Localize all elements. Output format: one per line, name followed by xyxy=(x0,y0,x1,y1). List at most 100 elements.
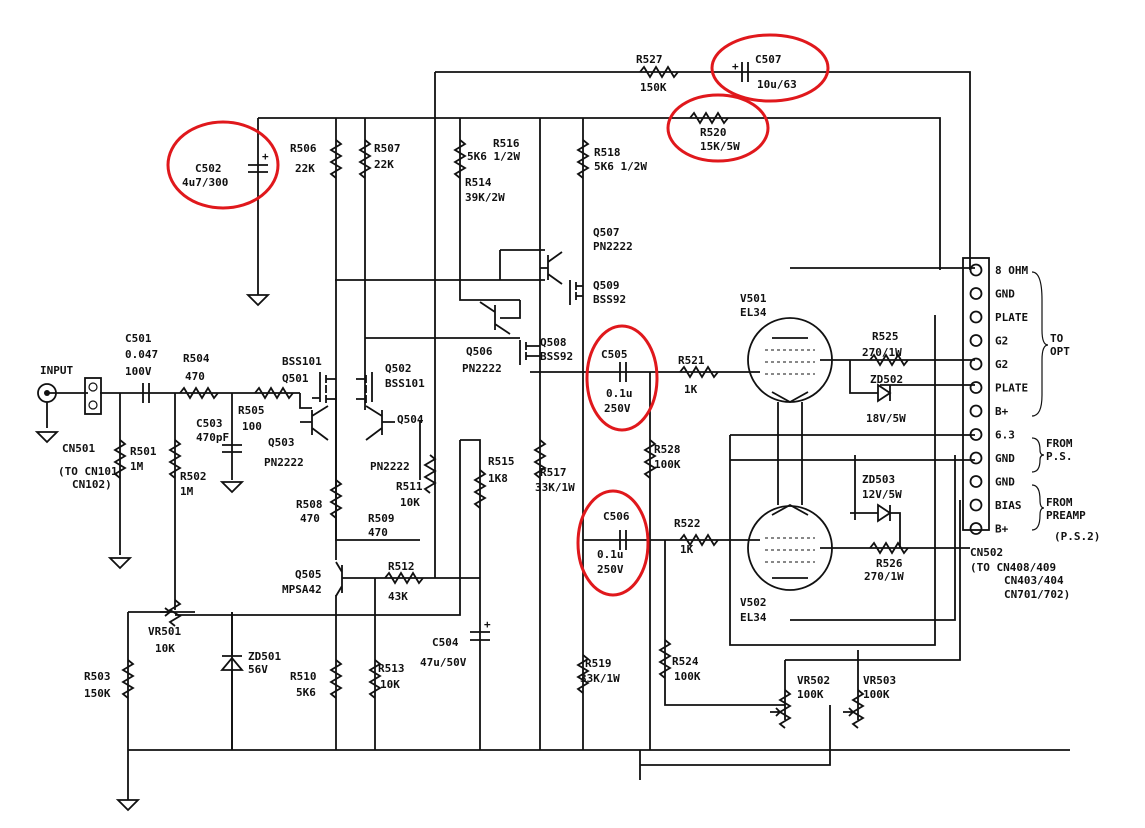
svg-text:C501: C501 xyxy=(125,332,152,345)
transistor-q501 xyxy=(312,372,336,403)
svg-text:ZD503: ZD503 xyxy=(862,473,895,486)
resistor-r501 xyxy=(113,439,127,479)
svg-text:R517: R517 xyxy=(540,466,567,479)
svg-text:Q509: Q509 xyxy=(593,279,620,292)
capacitor-c503 xyxy=(222,444,242,453)
capacitor-c501 xyxy=(142,383,150,403)
svg-text:10u/63: 10u/63 xyxy=(757,78,797,91)
cn502-pin xyxy=(969,428,983,441)
pot-vr502 xyxy=(778,689,792,729)
svg-text:VR501: VR501 xyxy=(148,625,181,638)
cn502-pin xyxy=(969,451,983,465)
svg-text:R528: R528 xyxy=(654,443,681,456)
svg-text:CN403/404: CN403/404 xyxy=(1004,574,1064,587)
svg-text:100K: 100K xyxy=(797,688,824,701)
resistors xyxy=(113,65,909,699)
capacitor-c504: + xyxy=(470,618,491,641)
resistor-r502 xyxy=(168,439,182,479)
tube-v502 xyxy=(747,503,833,591)
svg-text:4u7/300: 4u7/300 xyxy=(182,176,228,189)
svg-text:PN2222: PN2222 xyxy=(462,362,502,375)
transistors xyxy=(300,251,583,597)
svg-text:C502: C502 xyxy=(195,162,222,175)
svg-text:470: 470 xyxy=(185,370,205,383)
svg-text:R518: R518 xyxy=(594,146,621,159)
svg-text:R515: R515 xyxy=(488,455,515,468)
cn502-label: CN502 xyxy=(970,546,1003,559)
resistor-r511 xyxy=(423,454,437,494)
cn502-pin-label: PLATE xyxy=(995,382,1028,395)
svg-text:R522: R522 xyxy=(674,517,701,530)
resistor-r518 xyxy=(576,139,590,179)
svg-text:R514: R514 xyxy=(465,176,492,189)
svg-text:Q501: Q501 xyxy=(282,372,309,385)
highlight-marks xyxy=(166,33,830,597)
vacuum-tubes xyxy=(747,317,833,591)
cn502-pin xyxy=(969,475,983,488)
svg-text:Q507: Q507 xyxy=(593,226,620,239)
cn502-pin xyxy=(969,263,983,277)
svg-text:270/1W: 270/1W xyxy=(864,570,904,583)
svg-text:R508: R508 xyxy=(296,498,323,511)
svg-text:R511: R511 xyxy=(396,480,423,493)
svg-text:33K/1W: 33K/1W xyxy=(535,481,575,494)
resistor-r505 xyxy=(254,386,294,400)
svg-text:R526: R526 xyxy=(876,557,903,570)
svg-text:33K/1W: 33K/1W xyxy=(580,672,620,685)
wires xyxy=(47,71,1070,800)
svg-text:R504: R504 xyxy=(183,352,210,365)
potentiometers xyxy=(160,599,865,729)
capacitor-c506 xyxy=(619,530,627,550)
svg-text:R503: R503 xyxy=(84,670,111,683)
svg-text:Q505: Q505 xyxy=(295,568,322,581)
svg-text:V502: V502 xyxy=(740,596,767,609)
highlight-c506 xyxy=(576,489,650,597)
ground-icon xyxy=(219,481,245,494)
svg-text:Q503: Q503 xyxy=(268,436,295,449)
svg-text:0.1u: 0.1u xyxy=(606,387,633,400)
tube-v501 xyxy=(747,317,833,404)
svg-text:100K: 100K xyxy=(674,670,701,683)
svg-text:15K/5W: 15K/5W xyxy=(700,140,740,153)
svg-text:150K: 150K xyxy=(84,687,111,700)
svg-text:R512: R512 xyxy=(388,560,415,573)
ground-icon xyxy=(245,294,271,307)
transistor-q503 xyxy=(300,405,329,441)
transistor-q508 xyxy=(519,340,540,365)
svg-text:OPT: OPT xyxy=(1050,345,1070,358)
svg-text:22K: 22K xyxy=(295,162,315,175)
svg-text:V501: V501 xyxy=(740,292,767,305)
svg-text:MPSA42: MPSA42 xyxy=(282,583,322,596)
svg-text:PN2222: PN2222 xyxy=(370,460,410,473)
resistor-r513 xyxy=(368,659,382,699)
capacitor-c502: + xyxy=(248,150,269,173)
svg-text:C506: C506 xyxy=(603,510,630,523)
resistor-r525 xyxy=(869,353,909,367)
svg-text:10K: 10K xyxy=(155,642,175,655)
svg-text:39K/2W: 39K/2W xyxy=(465,191,505,204)
svg-text:FROM: FROM xyxy=(1046,437,1073,450)
svg-text:100K: 100K xyxy=(654,458,681,471)
svg-text:10K: 10K xyxy=(380,678,400,691)
svg-text:R519: R519 xyxy=(585,657,612,670)
svg-text:PREAMP: PREAMP xyxy=(1046,509,1086,522)
svg-text:C507: C507 xyxy=(755,53,782,66)
resistor-r512 xyxy=(384,571,424,585)
svg-text:Q502: Q502 xyxy=(385,362,412,375)
input-jack xyxy=(37,377,102,428)
svg-text:470pF: 470pF xyxy=(196,431,229,444)
capacitors: + + + xyxy=(142,60,749,641)
svg-text:C505: C505 xyxy=(601,348,628,361)
transistor-q506 xyxy=(479,300,521,335)
cn501-note2: CN102) xyxy=(72,478,112,491)
svg-text:1M: 1M xyxy=(130,460,144,473)
svg-text:470: 470 xyxy=(300,512,320,525)
resistor-r519 xyxy=(576,654,590,694)
highlight-r520 xyxy=(666,93,770,163)
cn502-pin-label: 6.3 xyxy=(995,429,1015,442)
resistor-r517 xyxy=(533,439,547,479)
svg-text:1K8: 1K8 xyxy=(488,472,508,485)
pot-vr501 xyxy=(168,599,182,627)
svg-text:Q508: Q508 xyxy=(540,336,567,349)
